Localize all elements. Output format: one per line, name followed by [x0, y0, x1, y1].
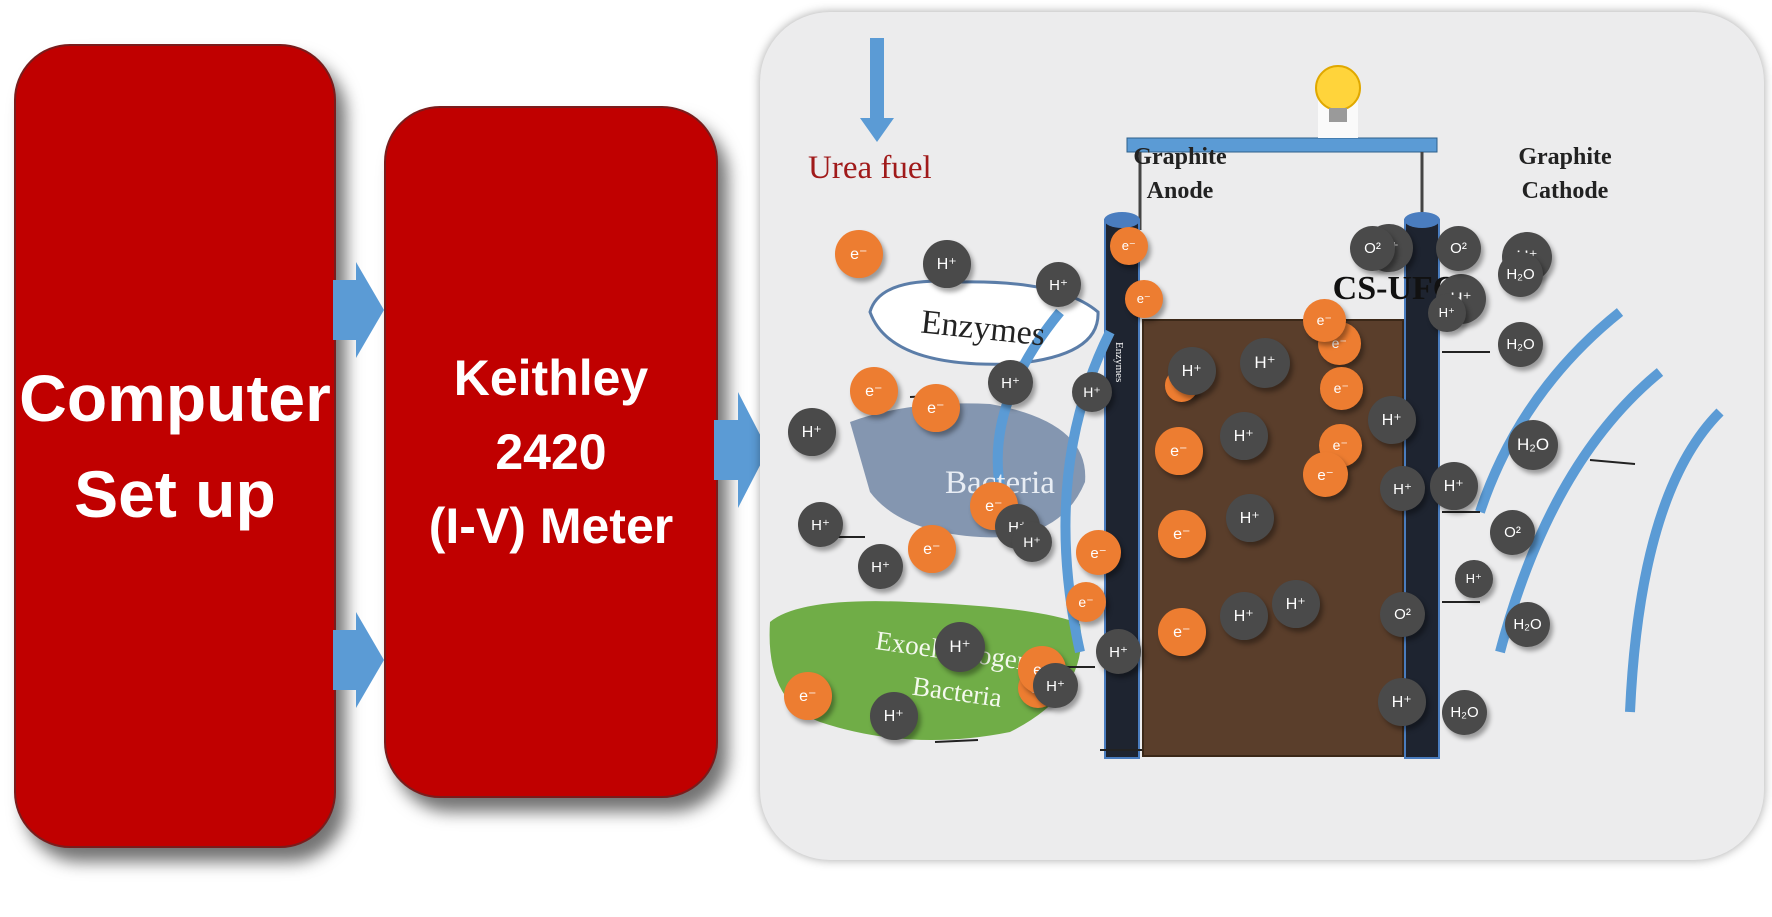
electron-particle: e⁻	[784, 672, 832, 720]
electron-particle: e⁻	[912, 384, 960, 432]
proton-particle: H⁺	[935, 622, 985, 672]
proton-particle: H⁺	[1240, 338, 1290, 388]
proton-particle: H⁺	[798, 502, 843, 547]
keithley-label-line1: Keithley	[453, 350, 649, 406]
cathode-label-line1: Graphite	[1518, 144, 1612, 170]
proton-particle: H⁺	[1226, 494, 1274, 542]
proton-particle: H⁺	[988, 360, 1033, 405]
computer-setup-block: Computer Set up	[14, 44, 336, 848]
water-particle: H₂O	[1498, 322, 1543, 367]
oxygen-particle: O²	[1350, 226, 1395, 271]
proton-particle: H⁺	[1168, 347, 1216, 395]
proton-particle: H⁺	[1380, 466, 1425, 511]
water-particle: H₂O	[1508, 420, 1558, 470]
electron-particle: e⁻	[1303, 452, 1348, 497]
cathode-label-line2: Cathode	[1521, 178, 1609, 204]
electron-particle: e⁻	[908, 525, 956, 573]
electrode-enzymes-text: Enzymes	[1113, 342, 1125, 383]
arrow-keithley-to-cell	[714, 392, 768, 508]
proton-particle: H⁺	[923, 240, 971, 288]
bacteria-shape	[850, 403, 1086, 538]
keithley-label-line2: 2420	[495, 424, 607, 480]
proton-particle: H⁺	[1430, 462, 1478, 510]
computer-label-line1: Computer	[19, 361, 331, 435]
lightbulb-icon	[1315, 65, 1361, 138]
electron-particle: e⁻	[1066, 582, 1106, 622]
oxygen-particle: O²	[1490, 510, 1535, 555]
proton-particle: H⁺	[1455, 560, 1493, 598]
arrow-computer-to-keithley-lower	[333, 612, 384, 708]
oxygen-particle: O²	[1436, 226, 1481, 271]
proton-particle: H⁺	[788, 408, 836, 456]
proton-particle: H⁺	[870, 692, 918, 740]
computer-label-line2: Set up	[74, 457, 276, 531]
graphite-anode-label: Graphite Anode	[1110, 140, 1250, 208]
electron-particle: e⁻	[850, 367, 898, 415]
proton-particle: H⁺	[1272, 580, 1320, 628]
urea-fuel-label: Urea fuel	[808, 150, 932, 186]
proton-particle: H⁺	[1033, 663, 1078, 708]
anode-label-line1: Graphite	[1133, 144, 1227, 170]
proton-particle: H⁺	[1036, 262, 1081, 307]
proton-particle: H⁺	[1072, 372, 1112, 412]
proton-particle: H⁺	[1378, 678, 1426, 726]
fuel-cell-diagram: Urea fuel Graphite Anode Graphite Cathod…	[760, 12, 1764, 860]
electron-particle: e⁻	[1125, 280, 1163, 318]
arrow-computer-to-keithley-upper	[333, 262, 384, 358]
proton-particle: H⁺	[1220, 592, 1268, 640]
electron-particle: e⁻	[1110, 227, 1148, 265]
electron-particle: e⁻	[1303, 299, 1346, 342]
graphite-cathode-label: Graphite Cathode	[1495, 140, 1635, 208]
external-circuit-bar	[1126, 137, 1438, 153]
proton-particle: H⁺	[1220, 412, 1268, 460]
electron-particle: e⁻	[1155, 427, 1203, 475]
proton-particle: H⁺	[1096, 629, 1141, 674]
anode-label-line2: Anode	[1146, 178, 1214, 204]
curved-arrow-3	[1475, 308, 1624, 514]
curved-arrow-5	[1625, 408, 1724, 713]
oxygen-particle: O²	[1380, 592, 1425, 637]
water-particle: H₂O	[1442, 690, 1487, 735]
electron-particle: e⁻	[1158, 608, 1206, 656]
electron-particle: e⁻	[1320, 367, 1363, 410]
curved-arrow-4	[1495, 368, 1664, 654]
proton-particle: H⁺	[858, 544, 903, 589]
electron-particle: e⁻	[1158, 510, 1206, 558]
electron-particle: e⁻	[835, 230, 883, 278]
urea-down-arrow	[860, 38, 894, 142]
proton-particle: H⁺	[1012, 522, 1052, 562]
water-particle: H₂O	[1498, 252, 1543, 297]
exo-bacteria-shape	[769, 601, 1082, 740]
proton-particle: H⁺	[1428, 294, 1466, 332]
water-particle: H₂O	[1505, 602, 1550, 647]
electron-particle: e⁻	[1076, 530, 1121, 575]
keithley-label-line3: (I-V) Meter	[428, 498, 674, 554]
proton-particle: H⁺	[1368, 396, 1416, 444]
